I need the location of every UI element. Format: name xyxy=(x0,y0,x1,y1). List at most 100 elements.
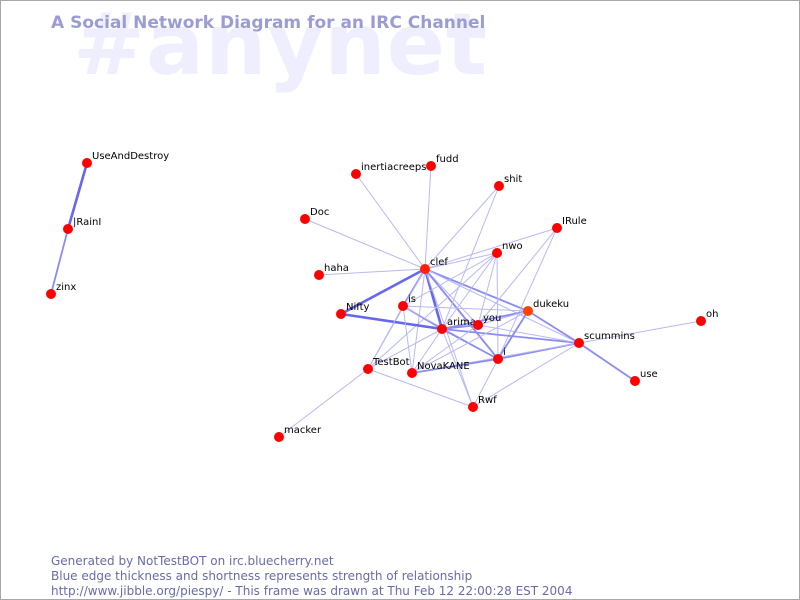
node-IRule: IRule xyxy=(552,216,587,233)
edge-clef-i xyxy=(424,268,499,360)
edge-UseAndDestroy-IRainI xyxy=(66,161,89,231)
node-dot xyxy=(552,223,562,233)
edge-arima-NovaKANE xyxy=(411,328,443,374)
node-dot xyxy=(574,338,584,348)
edge-arima-scummins xyxy=(441,328,580,344)
node-use: use xyxy=(630,369,658,386)
edge-clef-NovaKANE xyxy=(411,268,426,374)
node-arima: arima xyxy=(437,317,476,334)
node-dot xyxy=(437,324,447,334)
footer-generator-line: Generated by NotTestBOT on irc.bluecherr… xyxy=(51,554,334,568)
node-dot xyxy=(473,320,483,330)
node-label: nwo xyxy=(502,241,523,252)
node-fudd: fudd xyxy=(426,154,459,171)
node-zinx: zinx xyxy=(46,282,76,299)
node-label: Doc xyxy=(310,207,329,218)
node-dot xyxy=(696,316,706,326)
node-label: i xyxy=(503,347,506,358)
node-label: Rwf xyxy=(478,395,497,406)
node-Doc: Doc xyxy=(300,207,329,224)
edge-clef-arima xyxy=(423,267,444,331)
node-TestBot: TestBot xyxy=(363,357,410,374)
edge-you-scummins xyxy=(477,324,580,344)
node-scummins: scummins xyxy=(574,331,635,348)
node-label: scummins xyxy=(584,331,635,342)
node-i: i xyxy=(493,347,506,364)
node-label: |RainI xyxy=(73,217,101,228)
node-dukeku: dukeku xyxy=(523,299,569,316)
edge-Nifty-arima xyxy=(339,312,444,331)
node-dot xyxy=(82,158,92,168)
node-dot xyxy=(468,402,478,412)
node-Nifty: Nifty xyxy=(336,302,370,319)
node-label: arima xyxy=(447,317,476,328)
node-label: dukeku xyxy=(533,299,569,310)
node-macker: macker xyxy=(274,425,322,442)
edge-TestBot-Rwf xyxy=(367,368,474,408)
node-label: oh xyxy=(706,309,718,320)
edge-clef-shit xyxy=(424,185,500,270)
node-label: zinx xyxy=(56,282,76,293)
node-dot xyxy=(420,264,430,274)
edge-clef-you xyxy=(424,268,479,326)
node-dot xyxy=(363,364,373,374)
node-dot xyxy=(492,248,502,258)
edge-scummins-oh xyxy=(578,320,702,344)
node-dot xyxy=(426,161,436,171)
channel-watermark: #anynet xyxy=(73,0,489,95)
node-dot xyxy=(274,432,284,442)
node-dot xyxy=(398,301,408,311)
edge-dukeku-NovaKANE xyxy=(411,310,529,374)
node-label: macker xyxy=(284,425,322,436)
node-label: clef xyxy=(430,257,448,268)
node-label: NovaKANE xyxy=(417,361,470,372)
node-label: haha xyxy=(324,263,349,274)
node-nwo: nwo xyxy=(492,241,523,258)
edge-arima-Rwf xyxy=(441,328,474,408)
edge-clef-nwo xyxy=(424,252,498,270)
node-dot xyxy=(351,169,361,179)
node-is: is xyxy=(398,294,416,311)
node-clef: clef xyxy=(420,257,448,274)
node-label: shit xyxy=(504,174,522,185)
footer: Generated by NotTestBOT on irc.bluecherr… xyxy=(51,554,572,599)
edge-nwo-TestBot xyxy=(367,252,498,370)
edge-IRule-you xyxy=(477,227,558,326)
edge-is-TestBot xyxy=(367,305,404,370)
edge-IRule-i xyxy=(497,227,558,360)
node-dot xyxy=(63,224,73,234)
edge-clef-fudd xyxy=(424,165,432,270)
edge-shit-arima xyxy=(441,185,500,330)
node-dot xyxy=(300,214,310,224)
node-label: you xyxy=(483,313,501,324)
node-IRainI: |RainI xyxy=(63,217,101,234)
edge-clef-Nifty xyxy=(339,267,427,316)
node-dot xyxy=(407,368,417,378)
node-haha: haha xyxy=(314,263,349,280)
edge-clef-Doc xyxy=(304,218,426,270)
node-label: IRule xyxy=(562,216,587,227)
node-Rwf: Rwf xyxy=(468,395,497,412)
edge-you-NovaKANE xyxy=(411,324,479,374)
edge-clef-Rwf xyxy=(424,268,474,408)
edge-IRainI-zinx xyxy=(50,228,69,295)
edge-dukeku-i xyxy=(497,310,529,360)
node-label: UseAndDestroy xyxy=(92,151,169,162)
node-label: inertiacreeps xyxy=(361,162,426,173)
edge-nwo-you xyxy=(477,252,498,326)
node-label: fudd xyxy=(436,154,459,165)
node-you: you xyxy=(473,313,501,330)
edge-clef-haha xyxy=(318,268,426,276)
node-label: Nifty xyxy=(346,302,370,313)
edge-clef-scummins xyxy=(424,268,580,344)
node-oh: oh xyxy=(696,309,718,326)
node-dot xyxy=(493,354,503,364)
edge-scummins-Rwf xyxy=(472,342,580,408)
edge-clef-dukeku xyxy=(424,268,529,312)
edge-dukeku-scummins xyxy=(527,310,580,344)
edges-layer xyxy=(50,161,702,438)
edge-is-dukeku xyxy=(402,305,529,312)
node-dot xyxy=(630,376,640,386)
